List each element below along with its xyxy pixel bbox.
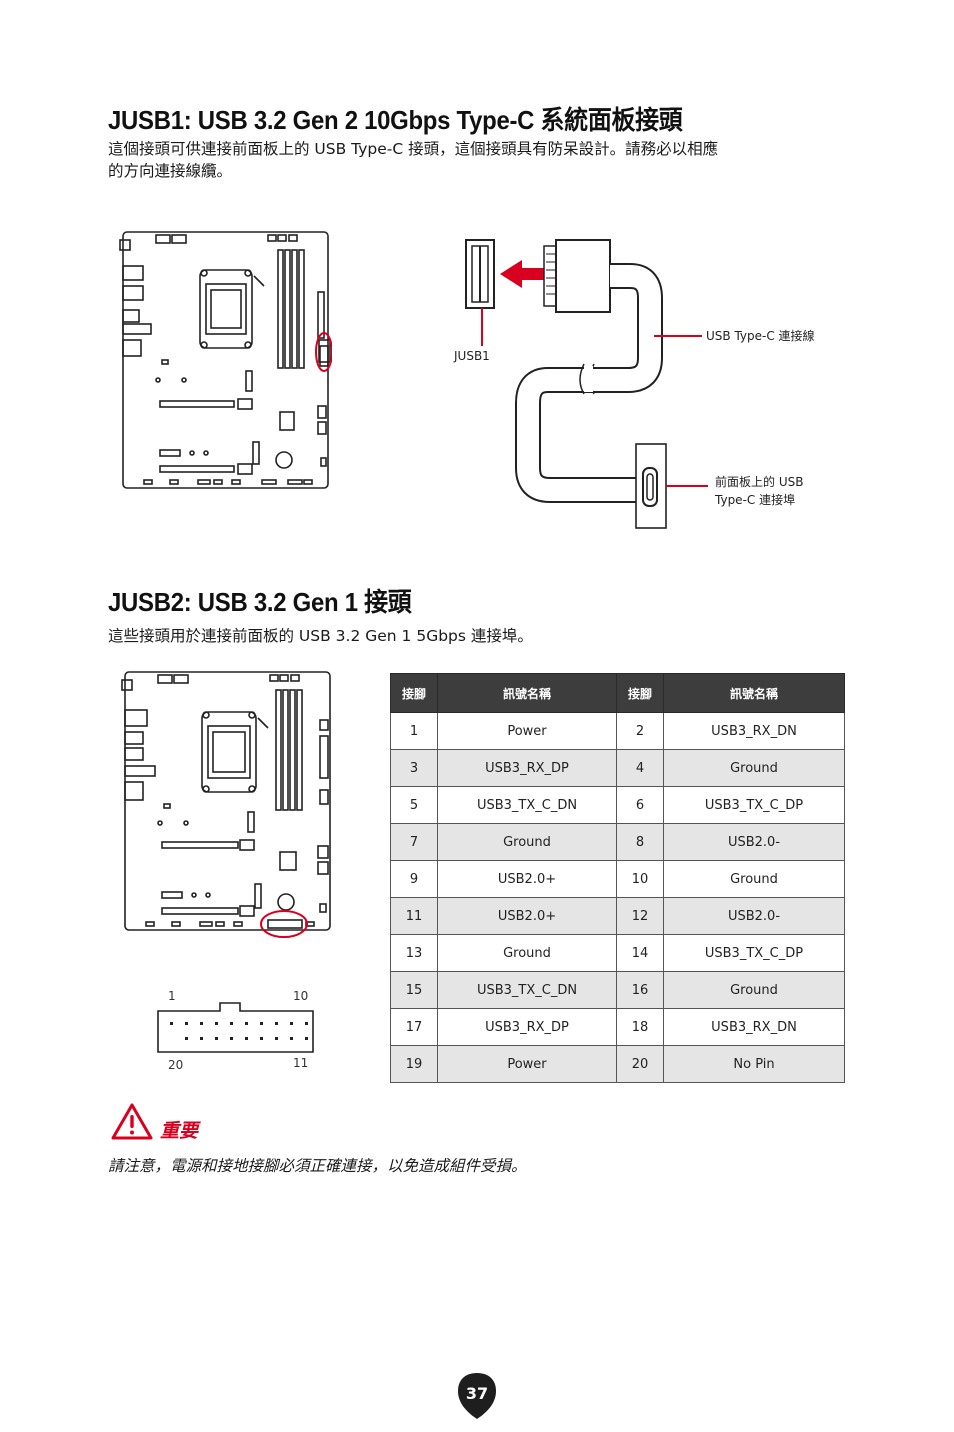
table-row: 1 Power 2 USB3_RX_DN [390,712,845,750]
front-port-label-line2: Type-C 連接埠 [714,492,795,507]
pin-number: 16 [616,971,664,1009]
pin-number: 19 [390,1045,438,1083]
signal-name: Power [437,1045,617,1083]
pin-label-1: 1 [168,989,176,1003]
pin-number: 17 [390,1008,438,1046]
pin-number: 13 [390,934,438,972]
jusb2-highlight [260,910,308,938]
signal-name: No Pin [663,1045,845,1083]
pin-label-10: 10 [293,989,308,1003]
signal-name: Ground [663,860,845,898]
pin-number: 10 [616,860,664,898]
pin-number: 2 [616,712,664,750]
pin-number: 1 [390,712,438,750]
signal-name: USB3_RX_DP [437,1008,617,1046]
pin-number: 18 [616,1008,664,1046]
table-row: 3 USB3_RX_DP 4 Ground [390,749,845,787]
pin-number: 5 [390,786,438,824]
pin-number: 8 [616,823,664,861]
table-row: 5 USB3_TX_C_DN 6 USB3_TX_C_DP [390,786,845,824]
signal-name: USB2.0+ [437,860,617,898]
signal-name: USB3_RX_DP [437,749,617,787]
header-pin: 接腳 [616,673,664,713]
important-title: 重要 [160,1120,199,1142]
important-text: 請注意，電源和接地接腳必須正確連接，以免造成組件受損。 [108,1157,527,1175]
signal-name: Ground [663,971,845,1009]
pin-label-11: 11 [293,1056,308,1070]
table-row: 7 Ground 8 USB2.0- [390,823,845,861]
pin-number: 14 [616,934,664,972]
jusb2-pin-table: 接腳 訊號名稱 接腳 訊號名稱 1 Power 2 USB3_RX_DN 3 U… [390,673,845,1083]
jusb2-pinout-diagram: 1 10 20 11 [157,989,314,1072]
motherboard-diagram-jusb2 [121,671,331,938]
table-row: 19 Power 20 No Pin [390,1045,845,1083]
signal-name: USB2.0+ [437,897,617,935]
signal-name: USB3_TX_C_DP [663,786,845,824]
pin-number: 3 [390,749,438,787]
jusb1-highlight [315,332,332,372]
pin-number: 15 [390,971,438,1009]
pin-number: 4 [616,749,664,787]
pin-number: 7 [390,823,438,861]
signal-name: USB3_TX_C_DN [437,971,617,1009]
front-port-label-line1: 前面板上的 USB [715,474,803,489]
pin-number: 9 [390,860,438,898]
page-number: 37 [466,1384,488,1403]
motherboard-diagram-jusb1 [119,231,332,489]
page-number-badge: 37 [458,1373,496,1419]
jusb1-title: JUSB1: USB 3.2 Gen 2 10Gbps Type-C 系統面板接… [108,105,683,135]
jusb1-description-line2: 的方向連接線纜。 [108,162,233,180]
jusb1-label: JUSB1 [453,349,490,363]
typec-cable-label: USB Type-C 連接線 [706,328,815,343]
table-header-row: 接腳 訊號名稱 接腳 訊號名稱 [390,673,845,713]
signal-name: USB3_TX_C_DN [437,786,617,824]
jusb1-description-line1: 這個接頭可供連接前面板上的 USB Type-C 接頭，這個接頭具有防呆設計。請… [108,140,719,158]
table-row: 17 USB3_RX_DP 18 USB3_RX_DN [390,1008,845,1046]
signal-name: USB2.0- [663,897,845,935]
header-pin: 接腳 [390,673,438,713]
table-row: 15 USB3_TX_C_DN 16 Ground [390,971,845,1009]
signal-name: USB2.0- [663,823,845,861]
pin-number: 6 [616,786,664,824]
typec-cable-diagram: JUSB1 USB Type-C 連接線 前面板上的 USB Type-C 連接… [453,239,815,529]
jusb2-description: 這些接頭用於連接前面板的 USB 3.2 Gen 1 5Gbps 連接埠。 [108,627,533,645]
pin-number: 20 [616,1045,664,1083]
signal-name: Ground [663,749,845,787]
signal-name: USB3_TX_C_DP [663,934,845,972]
jusb2-title: JUSB2: USB 3.2 Gen 1 接頭 [108,587,412,617]
pin-number: 12 [616,897,664,935]
pin-number: 11 [390,897,438,935]
table-row: 11 USB2.0+ 12 USB2.0- [390,897,845,935]
signal-name: Ground [437,934,617,972]
table-row: 9 USB2.0+ 10 Ground [390,860,845,898]
warning-icon [111,1103,153,1140]
signal-name: USB3_RX_DN [663,1008,845,1046]
header-signal: 訊號名稱 [663,673,845,713]
pin-label-20: 20 [168,1058,183,1072]
signal-name: USB3_RX_DN [663,712,845,750]
signal-name: Power [437,712,617,750]
table-row: 13 Ground 14 USB3_TX_C_DP [390,934,845,972]
header-signal: 訊號名稱 [437,673,617,713]
signal-name: Ground [437,823,617,861]
